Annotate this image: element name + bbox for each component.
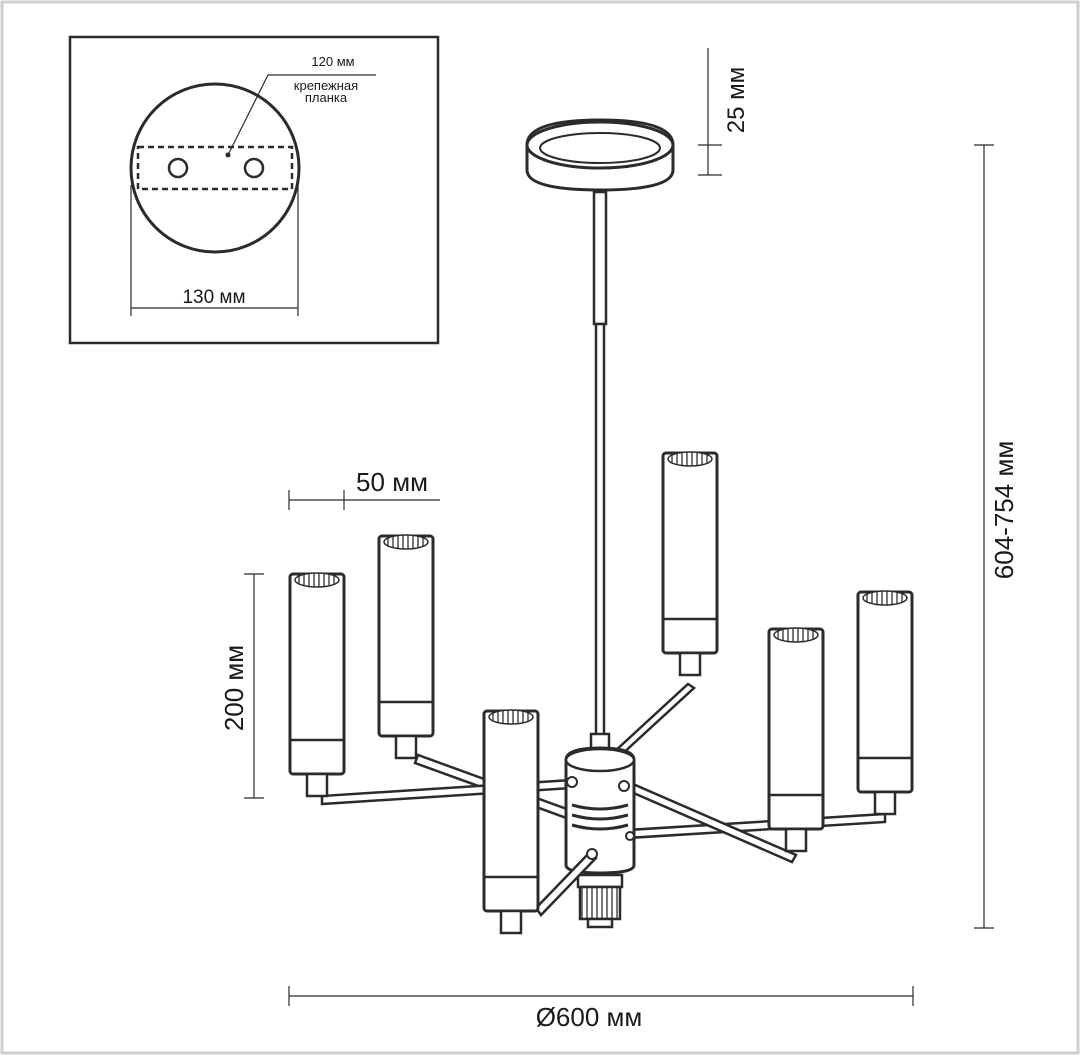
screw-hole-left (167, 157, 189, 179)
canopy-side (525, 118, 675, 192)
canopy-circle (129, 82, 301, 254)
shade-3 (482, 708, 540, 935)
screw-hole-right (243, 157, 265, 179)
central-hub (564, 746, 636, 929)
shade-6 (856, 589, 914, 816)
mount-width-label: 120 мм (311, 54, 354, 69)
shade-diameter-dimension: 50 мм (288, 467, 440, 510)
shade-2 (377, 533, 435, 760)
canopy-height-dimension: 25 мм (698, 48, 750, 176)
shade-4 (661, 450, 719, 677)
shade-height-dimension: 200 мм (219, 573, 264, 799)
shade-1 (288, 571, 346, 798)
canopy-height-label: 25 мм (723, 67, 750, 133)
total-height-dimension: 604-754 мм (974, 144, 1019, 929)
suspension-rod (589, 190, 611, 758)
mount-leader-line (227, 74, 376, 156)
canopy-diameter-label: 130 мм (182, 287, 245, 308)
arm-front-joint (586, 848, 598, 860)
shade-5 (767, 626, 825, 853)
total-height-label: 604-754 мм (989, 441, 1019, 579)
mount-label-line2: планка (305, 90, 348, 105)
mount-label-line1: крепежная (294, 78, 358, 93)
canopy-inset: 120 мм крепежная планка 130 мм (68, 35, 440, 345)
overall-diameter-dimension: Ø600 мм (288, 986, 914, 1032)
shade-height-label: 200 мм (219, 645, 249, 731)
mounting-plate (136, 145, 294, 191)
shade-diameter-label: 50 мм (356, 467, 428, 497)
overall-diameter-label: Ø600 мм (536, 1002, 643, 1032)
